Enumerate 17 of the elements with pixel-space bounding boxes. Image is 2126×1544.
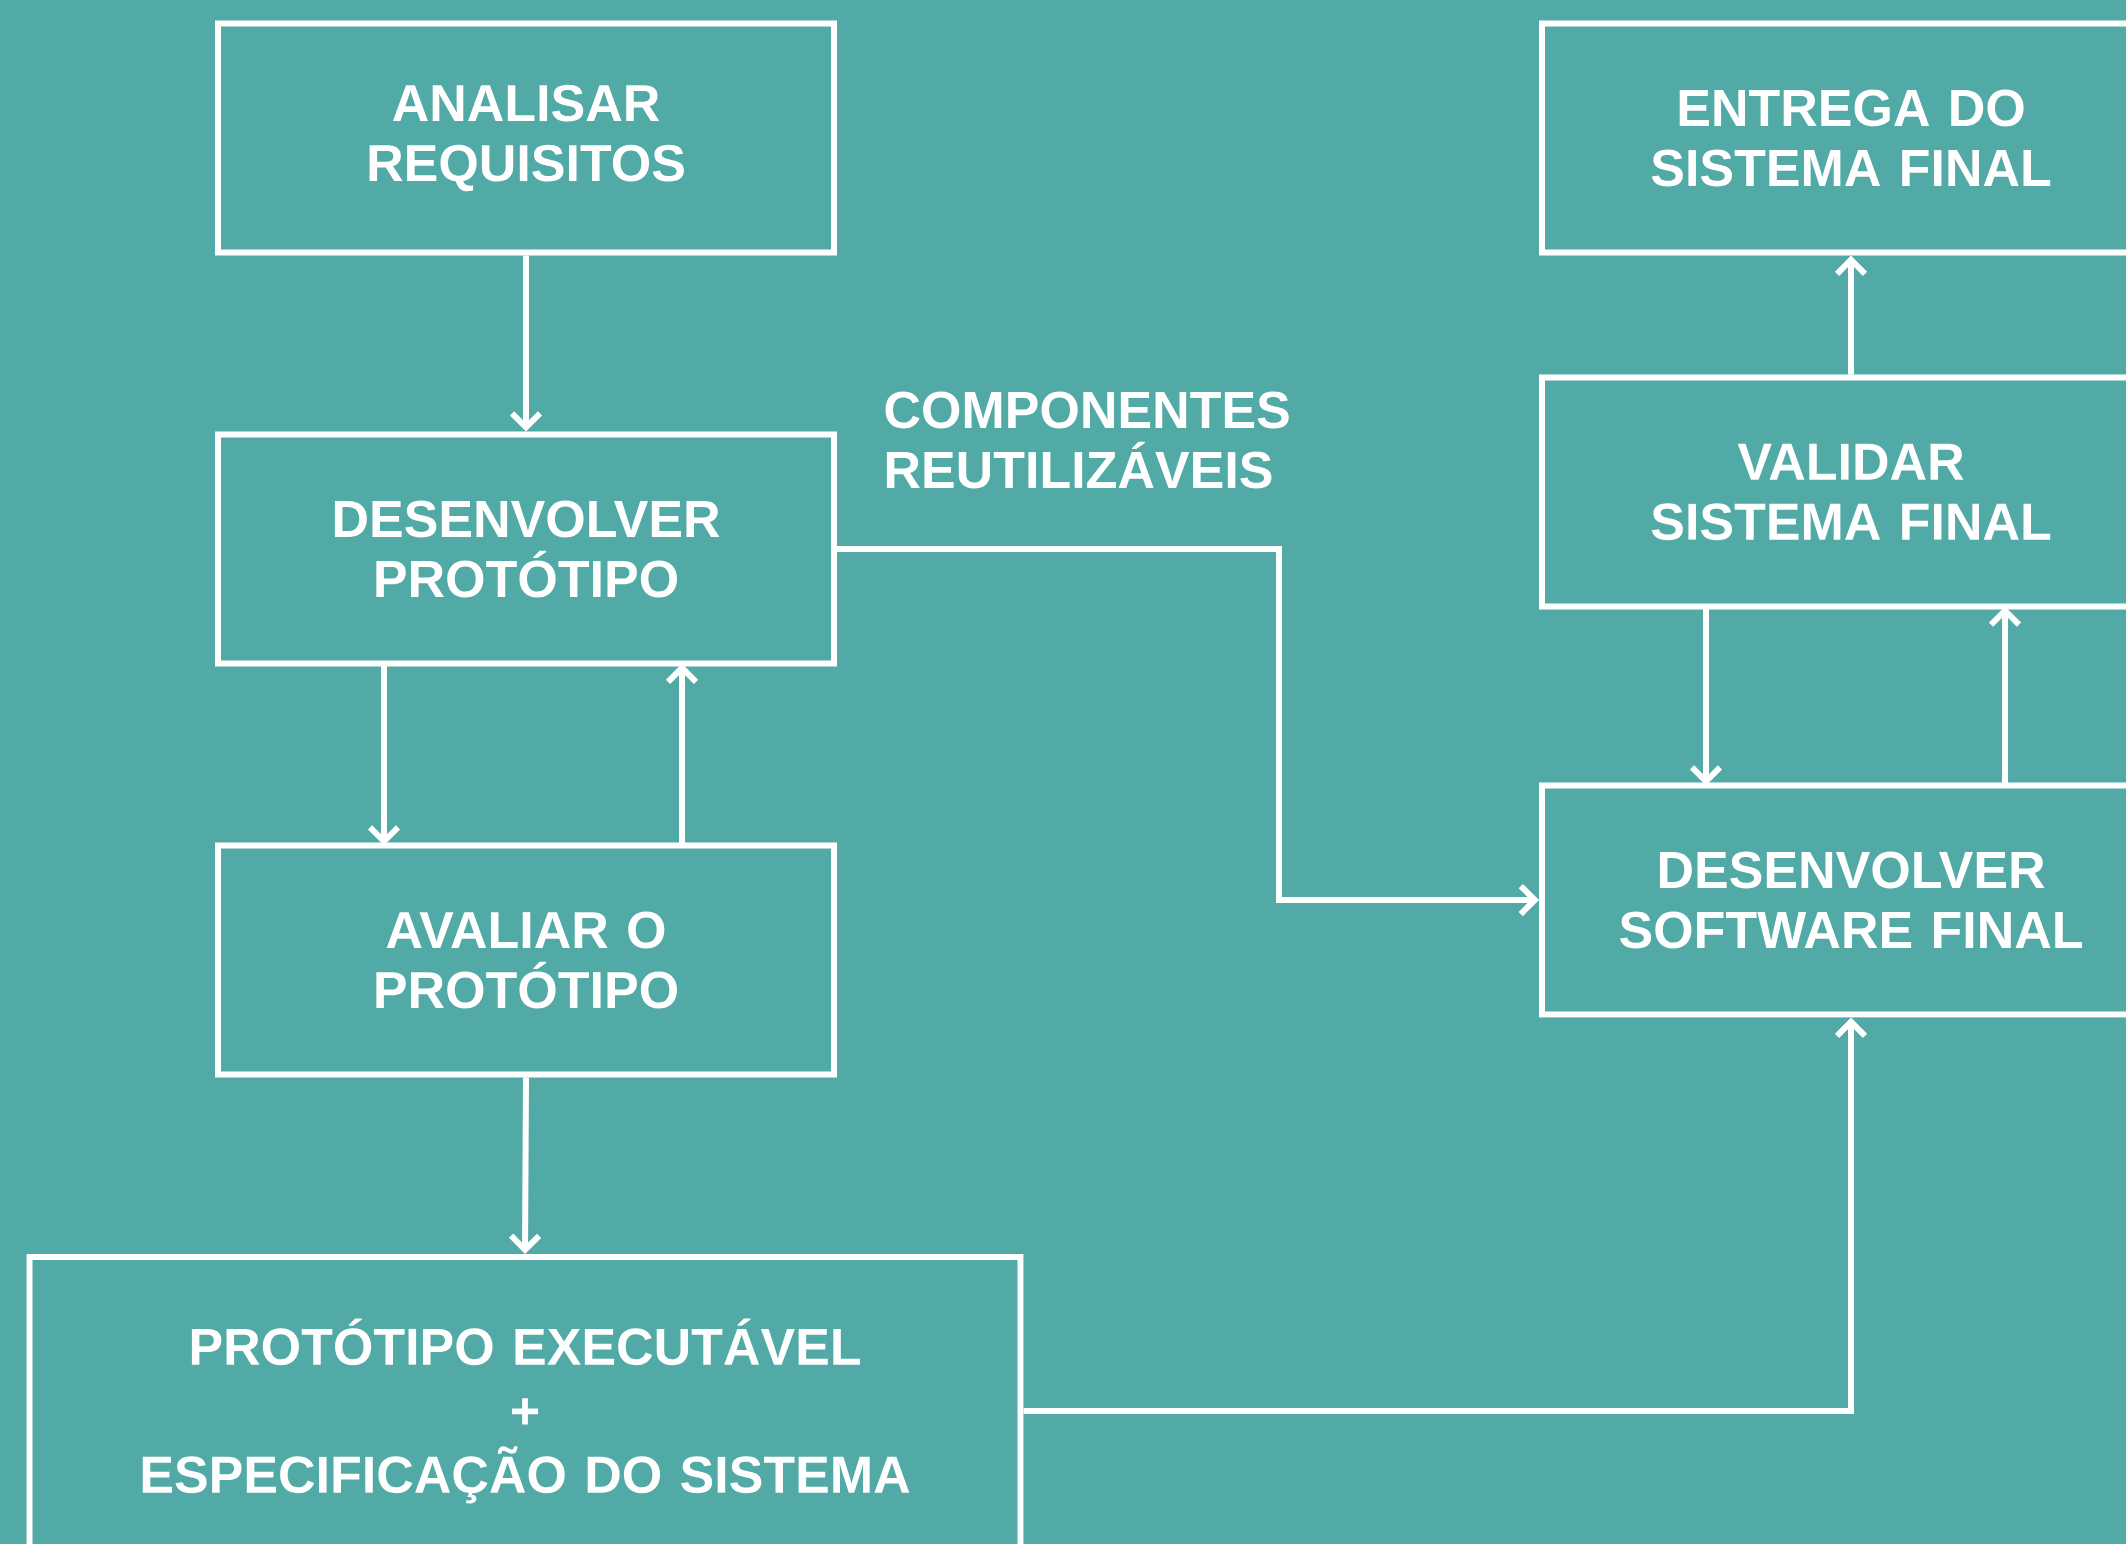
- process-box: DESENVOLVER SOFTWARE FINAL: [1539, 782, 2126, 1018]
- process-box: AVALIAR O PROTÓTIPO: [215, 842, 837, 1078]
- arrow: [1834, 255, 1868, 375]
- arrow: [367, 663, 401, 846]
- arrow: [509, 255, 543, 432]
- arrow: [508, 1077, 542, 1254]
- process-box: DESENVOLVER PROTÓTIPO: [215, 431, 837, 667]
- arrow: [837, 546, 1540, 917]
- arrow: [665, 663, 699, 846]
- process-box: ENTREGA DO SISTEMA FINAL: [1539, 20, 2126, 256]
- process-box: PROTÓTIPO EXECUTÁVEL + ESPECIFICAÇÃO DO SISTEMA: [26, 1254, 1024, 1544]
- arrow: [1023, 1017, 1868, 1414]
- edge-label: COMPONENTES REUTILIZÁVEIS: [885, 391, 1289, 489]
- process-box: ANALISAR REQUISITOS: [215, 20, 837, 256]
- arrow: [1689, 606, 1723, 786]
- arrow: [1988, 606, 2022, 786]
- process-box: VALIDAR SISTEMA FINAL: [1539, 374, 2126, 610]
